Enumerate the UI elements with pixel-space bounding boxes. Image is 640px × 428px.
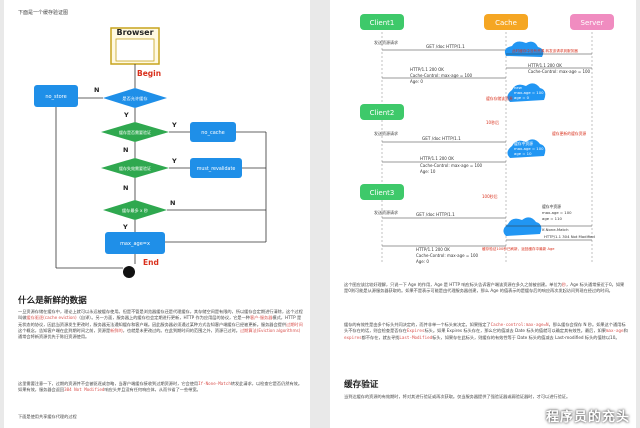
svg-text:N: N — [170, 199, 175, 207]
paragraph-fresh-1: 一旦资源存储在缓存中，理论上就可以永远被缓存使用。但是不管是浏览器缓存还是代理缓… — [18, 309, 303, 340]
cloud-stored — [507, 83, 546, 102]
svg-text:Client2: Client2 — [370, 109, 395, 117]
svg-text:HTTP/1.1 200 OK: HTTP/1.1 200 OK — [528, 63, 562, 68]
section-title-fresh: 什么是新鲜的数据 — [18, 296, 87, 306]
svg-text:new: new — [514, 85, 522, 90]
svg-text:此时缓存中没有资源,转发该请求到服务器: 此时缓存中没有资源,转发该请求到服务器 — [512, 48, 578, 53]
paragraph-fresh-2: 这里需要注意一下，过期的资源并不会被驱逐或忽略，当客户端缓存接收到过期资源时，它… — [18, 381, 303, 393]
svg-text:缓存是否需要验证: 缓存是否需要验证 — [119, 129, 151, 135]
cache-header — [484, 14, 528, 30]
svg-text:age = 110: age = 110 — [542, 216, 562, 221]
svg-text:GET /doc HTTP/1.1: GET /doc HTTP/1.1 — [416, 212, 455, 217]
svg-text:Cache: Cache — [495, 19, 517, 27]
svg-text:Age: 0: Age: 0 — [416, 259, 429, 264]
no-store-box — [34, 85, 78, 107]
svg-text:是否允许缓存: 是否允许缓存 — [122, 95, 147, 102]
svg-text:age = 0: age = 0 — [514, 95, 530, 100]
svg-text:缓存失效需要验证: 缓存失效需要验证 — [119, 165, 151, 171]
svg-text:no_cache: no_cache — [201, 130, 225, 136]
svg-text:N: N — [94, 86, 99, 94]
svg-text:Y: Y — [123, 111, 129, 119]
cache-sequence-diagram: Client1 Cache Server 发送资源请求 GET /doc HTT… — [360, 14, 614, 264]
end-node — [123, 266, 135, 278]
svg-text:100秒后: 100秒后 — [482, 193, 498, 199]
svg-text:HTTP/1.1 200 OK: HTTP/1.1 200 OK — [410, 67, 444, 72]
cloud-cache-10 — [507, 139, 546, 158]
svg-text:Y: Y — [171, 121, 177, 129]
svg-text:Y: Y — [171, 157, 177, 165]
browser-label: Browser — [116, 28, 153, 37]
max-age-box — [105, 232, 165, 254]
svg-text:GET /doc HTTP/1.1: GET /doc HTTP/1.1 — [422, 136, 461, 141]
svg-text:发送资源请求: 发送资源请求 — [374, 39, 398, 45]
svg-text:GET /doc HTTP/1.1: GET /doc HTTP/1.1 — [426, 44, 465, 49]
cache-flowchart: Browser Begin 是否允许缓存 N no_store Y 缓存是否需要… — [34, 27, 267, 278]
svg-text:发送资源请求: 发送资源请求 — [374, 130, 398, 136]
svg-text:Y: Y — [122, 223, 128, 231]
svg-text:10秒后: 10秒后 — [486, 119, 499, 125]
svg-text:Cache-Control: max-age = 100: Cache-Control: max-age = 100 — [528, 69, 591, 74]
paragraph-validity: 缓存的有效性是由多个标头共同决定的，而并非单一个标头来决定。如果指定了Cache… — [344, 322, 628, 340]
cloud-cache-110 — [503, 217, 542, 236]
paragraph-age: 这个图应该比较好理解，只说一下 Age 的作用，Age 是 HTTP 响应标头告… — [344, 282, 625, 294]
svg-text:N: N — [123, 184, 128, 192]
svg-text:Client1: Client1 — [370, 19, 395, 27]
svg-text:缓存存储该资源: 缓存存储该资源 — [486, 96, 513, 101]
decision-revalidate — [101, 122, 169, 142]
svg-text:HTTP/1.1 304 Not Modified: HTTP/1.1 304 Not Modified — [544, 234, 595, 239]
cloud-forward — [504, 41, 544, 57]
decision-maxage — [103, 200, 167, 220]
svg-text:发送资源请求: 发送资源请求 — [374, 209, 398, 215]
svg-text:缓存中资源: 缓存中资源 — [542, 204, 561, 209]
client2-header — [360, 104, 404, 120]
flowchart-intro: 下面是一个缓存验证图 — [18, 10, 69, 16]
svg-text:Cache-Control: max-age = 100: Cache-Control: max-age = 100 — [420, 163, 483, 168]
client1-header — [360, 14, 404, 30]
svg-text:max-age = 100: max-age = 100 — [514, 146, 544, 151]
svg-text:缓存更新的缓存资源: 缓存更新的缓存资源 — [552, 131, 586, 136]
paragraph-proxy: 下面是使用共享缓存代理的过程 — [18, 414, 77, 419]
svg-text:Age: 0: Age: 0 — [410, 79, 423, 84]
svg-text:max_age=x: max_age=x — [120, 241, 150, 247]
section-title-validation: 缓存验证 — [344, 380, 379, 390]
no-cache-box — [190, 122, 236, 142]
svg-text:缓存验证100秒已刷新，返回缓存中最新 Age: 缓存验证100秒已刷新，返回缓存中最新 Age — [482, 246, 555, 251]
svg-text:Server: Server — [581, 19, 604, 27]
svg-text:缓存中资源: 缓存中资源 — [514, 141, 533, 146]
svg-text:age = 10: age = 10 — [514, 151, 532, 156]
paragraph-validation: 当到达缓存的资源的有效期时，将对其进行验证或再次获取。仅当服务器提供了强验证器或… — [344, 394, 571, 399]
svg-text:no_store: no_store — [45, 94, 66, 100]
svg-text:Cache-Control: max-age = 100: Cache-Control: max-age = 100 — [416, 253, 479, 258]
decision-cacheable — [103, 88, 167, 108]
left-page: 下面是一个缓存验证图 Browser Begin 是否允许缓存 N no_sto… — [4, 0, 310, 428]
client3-header — [360, 184, 404, 200]
svg-text:max-age = 100: max-age = 100 — [542, 210, 572, 215]
svg-text:N: N — [123, 146, 128, 154]
svg-text:HTTP/1.1 200 OK: HTTP/1.1 200 OK — [416, 247, 450, 252]
must-revalidate-box — [190, 158, 242, 178]
begin-label: Begin — [137, 69, 161, 78]
svg-text:HTTP/1.1 200 OK: HTTP/1.1 200 OK — [420, 156, 454, 161]
svg-text:Cache-Control: max-age = 100: Cache-Control: max-age = 100 — [410, 73, 473, 78]
right-page: Client1 Cache Server 发送资源请求 GET /doc HTT… — [330, 0, 636, 428]
svg-text:Age: 10: Age: 10 — [420, 169, 436, 174]
server-header — [570, 14, 614, 30]
svg-text:max-age = 100: max-age = 100 — [514, 90, 544, 95]
watermark: 程序员的充头 — [545, 410, 630, 425]
svg-text:缓存最多 x 秒: 缓存最多 x 秒 — [122, 207, 148, 214]
end-label: End — [143, 258, 159, 267]
svg-text:If-None-Match: If-None-Match — [542, 227, 569, 232]
svg-text:must_revalidate: must_revalidate — [197, 166, 236, 172]
svg-text:Client3: Client3 — [370, 189, 395, 197]
decision-expire — [101, 158, 169, 178]
